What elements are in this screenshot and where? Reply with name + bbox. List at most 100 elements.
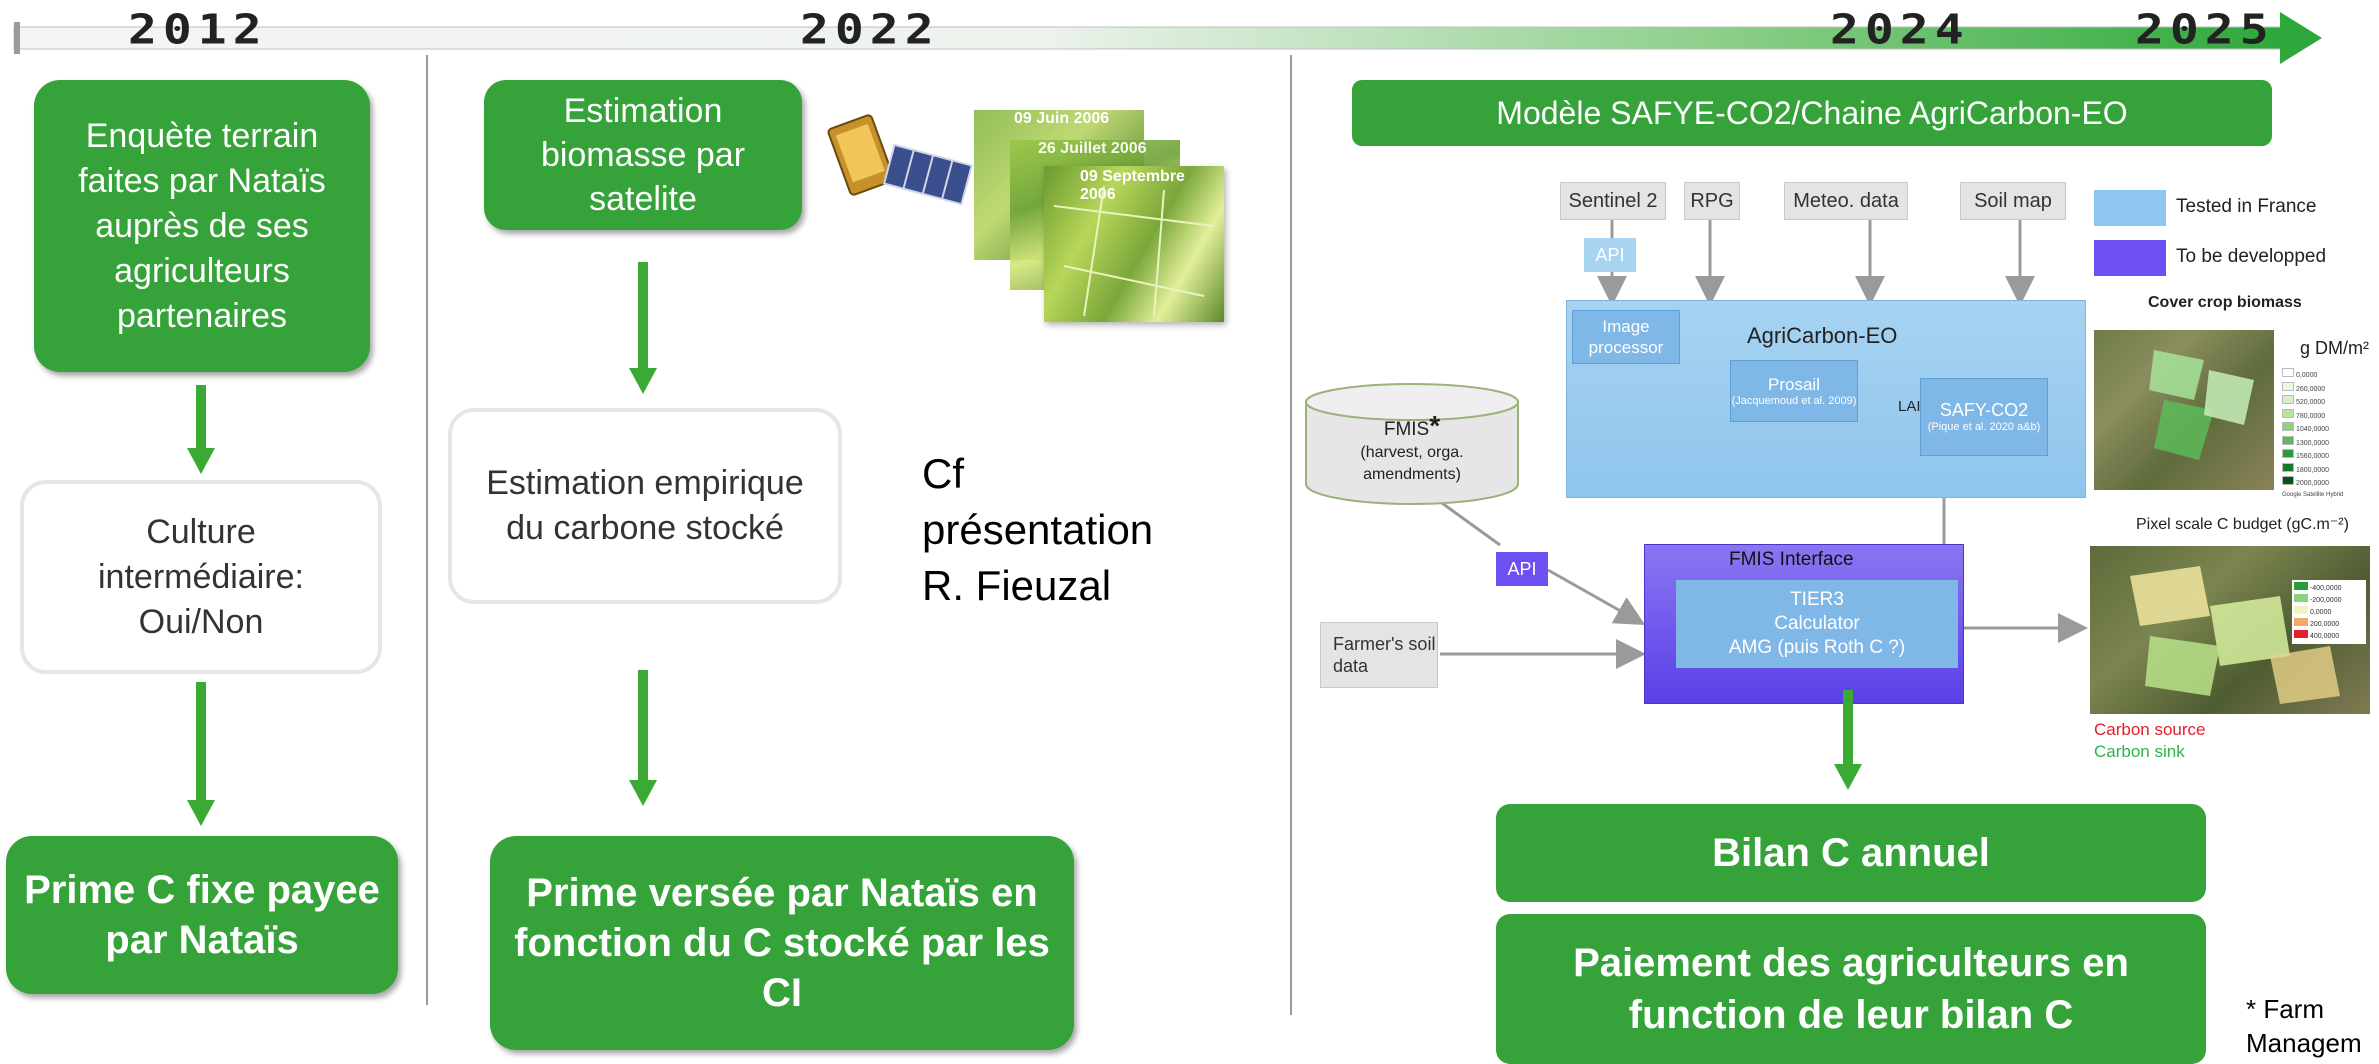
satellite-tile-1-label: 09 Juin 2006 <box>1014 110 1110 127</box>
rpg-label: RPG <box>1690 189 1734 212</box>
fixed-premium-box: Prime C fixe payee par Nataïs <box>6 836 398 994</box>
fmis-database-icon <box>1305 383 1519 505</box>
cover-crop-box: Culture intermédiaire: Oui/Non <box>20 480 382 674</box>
biomass-legend-item: 780,0000 <box>2282 408 2343 423</box>
year-2022: 2022 <box>800 6 940 54</box>
biomass-legend-item: 1560,0000 <box>2282 449 2343 463</box>
biomass-legend-item: 1800,0000 <box>2282 462 2343 477</box>
tier3-line1: TIER3 <box>1790 589 1844 610</box>
cover-crop-text: Culture intermédiaire: Oui/Non <box>98 512 304 641</box>
variable-premium-text: Prime versée par Nataïs en fonction du C… <box>514 871 1050 1015</box>
field-survey-box: Enquète terrain faites par Nataïs auprès… <box>34 80 370 372</box>
arrow-head-c2-2 <box>629 780 657 806</box>
presentation-note-line2: présentation <box>922 506 1154 553</box>
legend-swatch-tested <box>2094 190 2166 226</box>
image-processor-label: Image processor <box>1588 317 1664 357</box>
satellite-biomass-box: Estimation biomasse par satelite <box>484 80 802 230</box>
tier3-line3: AMG (puis Roth C ?) <box>1728 637 1906 658</box>
carbon-source-label: Carbon source <box>2094 720 2206 739</box>
arrow-shaft-c2-2 <box>638 670 648 782</box>
variable-premium-box: Prime versée par Nataïs en fonction du C… <box>490 836 1074 1050</box>
arrow-shaft-c1-2 <box>196 682 206 802</box>
biomass-legend-item: 520,0000 <box>2282 395 2343 409</box>
satellite-icon <box>827 114 973 206</box>
fixed-premium-text: Prime C fixe payee par Nataïs <box>24 868 380 962</box>
safy-co2-box: SAFY-CO2 (Pique et al. 2020 a&b) <box>1920 378 2048 456</box>
presentation-note-line1: Cf <box>922 450 964 497</box>
biomass-legend: 0,0000 260,0000 520,0000 780,0000 1040,0… <box>2282 368 2343 500</box>
budget-legend-item: -400,0000 <box>2294 582 2364 594</box>
annual-balance-text: Bilan C annuel <box>1712 830 1990 875</box>
footnote-line1: * Farm <box>2246 994 2324 1024</box>
tier3-line2: Calculator <box>1774 613 1860 634</box>
timeline-arrow <box>13 12 2322 64</box>
arrow-head-c1-2 <box>187 800 215 826</box>
model-header-text: Modèle SAFYE-CO2/Chaine AgriCarbon-EO <box>1496 94 2128 131</box>
pixel-budget-map <box>2090 546 2370 714</box>
footnote: * Farm Managem <box>2246 992 2362 1060</box>
budget-legend-item: -200,0000 <box>2294 594 2364 606</box>
satellite-tile-3-label: 09 Septembre 2006 <box>1080 168 1185 203</box>
satellite-image-stack: 09 Juin 2006 26 Juillet 2006 09 Septembr… <box>972 104 1232 324</box>
biomass-unit-label: g DM/m² <box>2300 338 2369 358</box>
farmer-soil-data-label: Farmer's soil data <box>1333 634 1436 676</box>
sentinel-2-label: Sentinel 2 <box>1568 189 1658 212</box>
prosail-box: Prosail (Jacquemoud et al. 2009) <box>1730 360 1858 422</box>
safy-co2-ref: (Pique et al. 2020 a&b) <box>1927 421 2041 433</box>
prosail-ref: (Jacquemoud et al. 2009) <box>1731 394 1857 407</box>
cover-crop-map-fields <box>2149 350 2254 460</box>
google-satellite-hybrid-label: Google Satellite Hybrid <box>2282 491 2344 498</box>
sentinel-2-box: Sentinel 2 <box>1560 182 1666 220</box>
prosail-label: Prosail <box>1768 374 1820 394</box>
api-top-box: API <box>1584 238 1636 272</box>
pixel-budget-label: Pixel scale C budget (gC.m⁻²) <box>2136 516 2349 533</box>
soil-map-box: Soil map <box>1960 182 2066 220</box>
legend-tested-label: Tested in France <box>2176 196 2317 217</box>
api-top-label: API <box>1595 244 1625 265</box>
annual-balance-box: Bilan C annuel <box>1496 804 2206 902</box>
column-divider-2 <box>1290 55 1292 1015</box>
satellite-biomass-text: Estimation biomasse par satelite <box>540 92 746 218</box>
arrow-head-c3-1 <box>1834 764 1862 790</box>
presentation-note: Cf présentation R. Fieuzal <box>922 446 1153 614</box>
biomass-legend-item: 1300,0000 <box>2282 435 2343 450</box>
year-2024: 2024 <box>1830 6 1970 54</box>
biomass-legend-item: 2000,0000 <box>2282 476 2343 490</box>
farmer-soil-data-box: Farmer's soil data <box>1320 622 1438 688</box>
meteo-data-label: Meteo. data <box>1793 189 1899 212</box>
arrow-shaft-c2-1 <box>638 262 648 370</box>
biomass-legend-item: 260,0000 <box>2282 381 2343 396</box>
fmis-label-group: FMIS* (harvest, orga. amendments) <box>1302 410 1522 486</box>
year-2012: 2012 <box>128 6 268 54</box>
tier3-calculator-box: TIER3 Calculator AMG (puis Roth C ?) <box>1676 580 1958 668</box>
meteo-data-box: Meteo. data <box>1784 182 1908 220</box>
fmis-star: * <box>1429 410 1441 441</box>
rpg-box: RPG <box>1684 182 1740 220</box>
fmis-sub: (harvest, orga. amendments) <box>1360 444 1464 483</box>
budget-legend-item: 200,0000 <box>2294 618 2364 630</box>
arrow-shaft-c3-1 <box>1843 690 1853 766</box>
image-processor-box: Image processor <box>1572 310 1680 364</box>
farmer-payment-box: Paiement des agriculteurs en function de… <box>1496 914 2206 1064</box>
cover-crop-biomass-label: Cover crop biomass <box>2148 294 2302 311</box>
biomass-legend-item: 0,0000 <box>2282 368 2343 382</box>
satellite-tile-3: 09 Septembre 2006 <box>1044 166 1224 322</box>
year-2025: 2025 <box>2135 6 2275 54</box>
arrow-head-c1-1 <box>187 448 215 474</box>
empirical-estimation-text: Estimation empirique du carbone stocké <box>486 464 804 547</box>
api-fmis-box: API <box>1496 552 1548 586</box>
soil-map-label: Soil map <box>1974 189 2052 212</box>
column-divider-1 <box>426 55 428 1005</box>
arrow-head-c2-1 <box>629 368 657 394</box>
timeline: 2012 2022 2024 2025 <box>0 0 2379 70</box>
empirical-estimation-box: Estimation empirique du carbone stocké <box>448 408 842 604</box>
carbon-sink-label: Carbon sink <box>2094 742 2185 761</box>
presentation-note-line3: R. Fieuzal <box>922 562 1112 609</box>
agricarbon-eo-label: AgriCarbon-EO <box>1747 323 1898 348</box>
arrow-shaft-c1-1 <box>196 385 206 450</box>
satellite-tile-2-label: 26 Juillet 2006 <box>1038 140 1147 157</box>
field-survey-text: Enquète terrain faites par Nataïs auprès… <box>78 116 326 335</box>
api-fmis-label: API <box>1507 558 1537 579</box>
lai-label: LAI <box>1898 398 1921 415</box>
legend-todo-label: To be developped <box>2176 246 2327 267</box>
